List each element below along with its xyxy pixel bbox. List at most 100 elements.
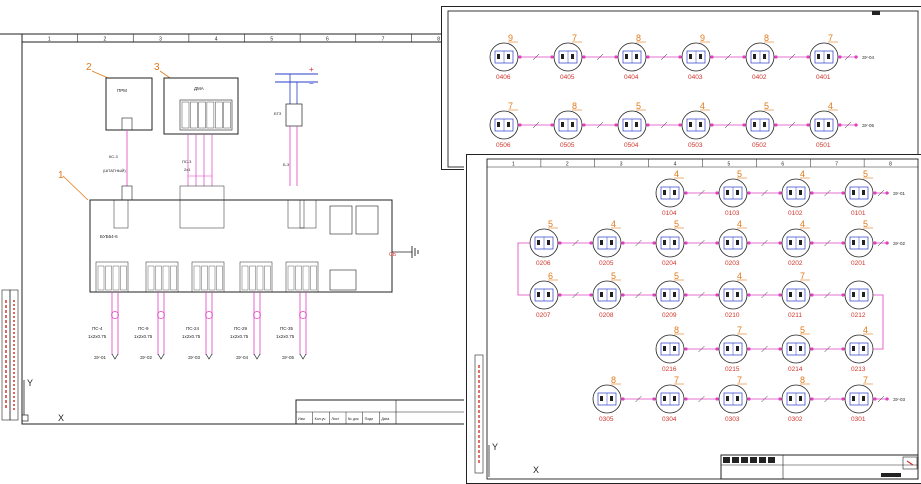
sensor-node-code: 0502 <box>752 142 767 149</box>
title-block-cell: Кол.уч <box>315 417 326 421</box>
sensor-link <box>621 395 656 403</box>
sensor-node-terminal <box>547 292 550 297</box>
sensor-link-connector <box>838 55 842 59</box>
sensor-link-mark <box>761 239 768 247</box>
sensor-node-code: 0404 <box>624 74 639 81</box>
sensor-link-connector <box>589 241 593 245</box>
sensor-link-connector <box>810 191 814 195</box>
title-block-cell: Подп <box>365 417 374 421</box>
sensor-link-connector <box>810 397 814 401</box>
sensor-link-connector <box>558 241 562 245</box>
sensor-node-terminal <box>852 292 855 297</box>
sensor-node-outline <box>553 42 583 72</box>
sensor-link <box>518 121 554 129</box>
sensor-node-terminal <box>663 292 666 297</box>
sensor-node-code: 0214 <box>788 366 803 373</box>
sensor-link-connector <box>774 123 778 127</box>
sensor-node-outline <box>592 384 622 414</box>
sensor-link-mark <box>877 395 885 403</box>
sensor-link-connector <box>747 241 751 245</box>
sensor-node-outline <box>655 384 685 414</box>
sensor-node-count: 8 <box>572 101 577 111</box>
sensor-node-terminal <box>736 240 739 245</box>
sensor-node-terminal <box>852 240 855 245</box>
bottom-cable-connector <box>157 311 165 319</box>
sensor-link-mark <box>824 239 831 247</box>
cable-top-label: КС-3 <box>109 154 119 159</box>
sensor-node-count: 5 <box>737 169 742 179</box>
sensor-node[interactable]: 0212 <box>844 280 874 319</box>
sensor-node-outline <box>718 384 748 414</box>
sensor-link-mark <box>761 291 768 299</box>
column-number: 4 <box>674 162 677 168</box>
sensor-link-connector <box>810 241 814 245</box>
column-number: 5 <box>270 37 273 43</box>
sensor-node-count: 5 <box>863 169 868 179</box>
sensor-link-connector <box>684 293 688 297</box>
sensor-link <box>838 53 858 61</box>
sensor-node-code: 0304 <box>662 416 677 423</box>
sensor-node-terminal <box>817 122 820 127</box>
sensor-node-outline <box>681 42 711 72</box>
cable-top-sub: (ШТАТНЫЙ) <box>103 168 126 173</box>
sensor-node-code: 0405 <box>560 74 575 81</box>
sensor-node-outline <box>553 110 583 140</box>
sensor-link-connector <box>806 55 810 59</box>
row-end-label: ЗУ-01 <box>893 191 906 196</box>
sensor-node-terminal <box>497 122 500 127</box>
bottom-cable-code: ПС-4 <box>92 326 103 331</box>
sensor-node-terminal <box>763 54 766 59</box>
sensor-node-code: 0201 <box>851 260 866 267</box>
sensor-link <box>810 239 845 247</box>
sensor-node-terminal <box>817 54 820 59</box>
bottom-cable-connector <box>299 311 307 319</box>
sensor-node-terminal <box>507 54 510 59</box>
sensor-node-terminal <box>699 54 702 59</box>
sensor-node-count: 4 <box>611 219 616 229</box>
sensor-link-connector <box>715 191 719 195</box>
sensor-link-mark <box>698 189 705 197</box>
sensor-link-connector <box>646 123 650 127</box>
sensor-node-count: 8 <box>611 375 616 385</box>
sensor-link-connector <box>778 293 782 297</box>
